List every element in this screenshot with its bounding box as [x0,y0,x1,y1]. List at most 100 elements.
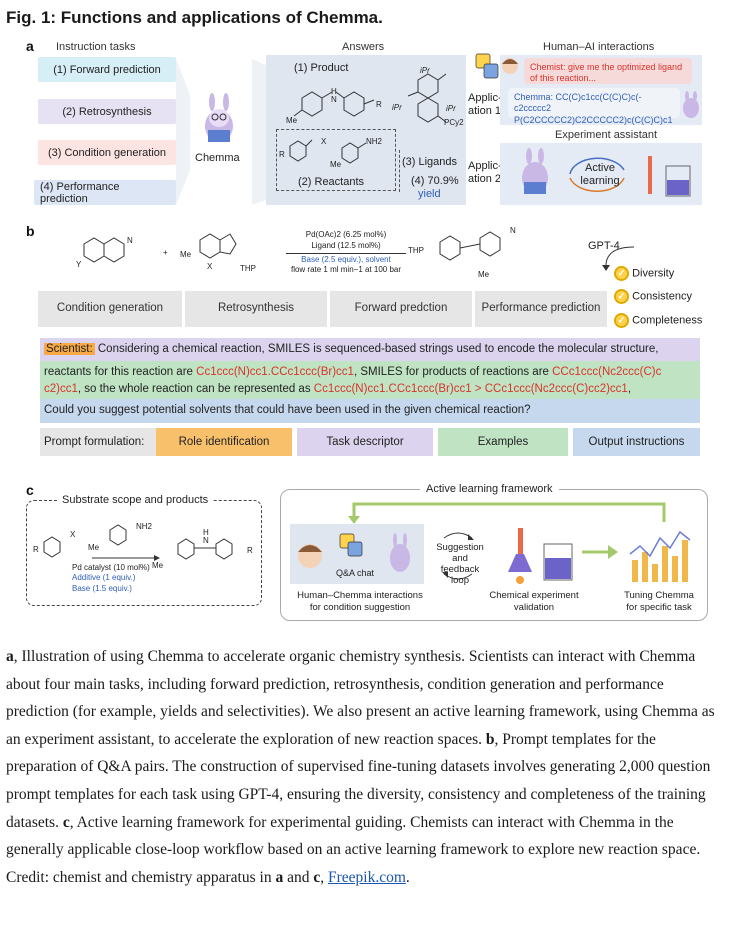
chemist-chemma-icons [294,530,414,580]
check-icon: ✓ [614,313,629,328]
answers-header: Answers [342,41,385,53]
gpt4-label: GPT-4 [588,240,620,252]
prompt-line-1: Scientist: Considering a chemical reacti… [40,338,700,362]
prompt-formulation-label: Prompt formulation: [40,428,156,456]
product-b-thp: THP [408,246,424,255]
answer-product-label: (1) Product [294,62,349,74]
ligand-ipr-1: iPr [420,66,430,75]
indazole-thp: THP [240,264,256,273]
tuning-chart-icon [626,520,700,586]
experiment-assistant-header: Experiment assistant [555,129,658,141]
ligand-molecule [407,73,447,123]
right-arrow-icon [582,545,618,559]
reactant-me-label: Me [330,160,342,169]
lab-apparatus-icon [640,150,700,200]
chemma-llama-icon [188,92,250,148]
product-r-label: R [376,100,382,109]
chemma-bubble: Chemma: CC(C)c1cc(C(C)C)c(-c2ccccc2 P(C2… [508,88,680,125]
reactants-molecules [289,139,367,164]
prompt-examples: reactants for this reaction are Cc1ccc(N… [40,361,700,399]
quality-diversity: ✓ Diversity [614,266,674,281]
ligand-ipr-3: iPr [446,104,456,113]
active-learning-label: Active learning [580,162,620,188]
reactant-x-label: X [321,137,327,146]
panel-c-label: c [26,482,34,498]
product-b-me: Me [478,270,490,279]
reactant-r-label: R [279,150,285,159]
application-2-label: Applic- ation 2 [468,160,502,185]
c-r2-label: R [247,546,253,555]
active-learning-framework-title: Active learning framework [420,483,559,495]
tab-forward-prediction: Forward predction [330,291,472,327]
quinoline-y: Y [76,260,82,269]
feedback-arrow [348,502,666,524]
tuning-caption: Tuning Chemma for specific task [624,590,694,613]
ligand-pcy2: PCy2 [444,118,464,127]
substrate-scope-title: Substrate scope and products [58,494,213,506]
chemist-bubble: Chemist: give me the optimized ligand of… [524,58,692,84]
quinoline-n: N [127,236,133,245]
freepik-link[interactable]: Freepik.com [328,868,406,886]
reactant-nh2-label: NH2 [366,137,383,146]
reactants-box [276,129,396,191]
c-n-label: N [203,536,209,545]
figure-caption: a, Illustration of using Chemma to accel… [6,648,715,886]
chemma-label: Chemma [195,152,240,164]
instruction-tasks-header: Instruction tasks [56,41,136,53]
product-b-molecule [439,231,501,261]
check-icon: ✓ [614,289,629,304]
ligand-ipr-2: iPr [392,103,402,112]
c-nh2-label: NH2 [136,522,153,531]
chemist-avatar-icon [474,52,522,82]
c-product-me: Me [152,561,164,570]
task-performance-prediction: (4) Performance prediction [34,180,176,205]
tab-performance-prediction: Performance prediction [475,291,607,327]
hc-interactions-caption: Human–Chemma interactions for condition … [297,590,423,613]
loop-arrows-icon [442,532,474,580]
prompt-role: Scientist: [44,343,95,355]
formulation-role: Role identification [156,428,292,456]
chemma-reading-icon [512,146,558,202]
task-forward-prediction: (1) Forward prediction [38,57,176,82]
formulation-examples: Examples [438,428,568,456]
suggestion-loop-label: Suggestion and feedback loop [436,542,484,586]
product-b-n: N [510,226,516,235]
plus-sign: + [163,248,168,257]
answer-yield-word: yield [418,188,441,200]
chemma-small-icon [680,90,702,120]
panel-b-label: b [26,223,35,239]
gpt4-arrow [602,246,635,271]
chemistry-apparatus-icon [500,524,580,586]
formulation-task: Task descriptor [297,428,433,456]
figure-title: Fig. 1: Functions and applications of Ch… [6,8,383,27]
task-retrosynthesis: (2) Retrosynthesis [38,99,176,124]
application-1-label: Applic- ation 1 [468,92,502,117]
task-funnel [176,59,266,205]
quality-consistency: ✓ Consistency [614,289,692,304]
answer-reactants-label: (2) Reactants [298,176,365,188]
indazole-x: X [207,262,213,271]
c-me-label: Me [88,543,100,552]
c-r-label: R [33,545,39,554]
answer-yield-value: (4) 70.9% [411,175,459,187]
ligands-divider [399,150,400,192]
c-h-label: H [203,528,209,537]
qa-chat-label: Q&A chat [336,568,375,578]
product-n-label: N [331,95,337,104]
answer-ligands-label: (3) Ligands [402,156,458,168]
prompt-output-line: Could you suggest potential solvents tha… [40,399,700,423]
human-ai-header: Human–AI interactions [543,41,655,53]
product-molecule [293,91,375,117]
tab-retrosynthesis: Retrosynthesis [185,291,327,327]
check-icon: ✓ [614,266,629,281]
quinoline-molecule [83,237,125,263]
tab-condition-generation: Condition generation [38,291,182,327]
product-me-label: Me [286,116,298,125]
substrate-reaction [43,524,233,561]
panel-a-label: a [26,38,34,54]
reaction-conditions: Pd(OAc)2 (6.25 mol%) Ligand (12.5 mol%) … [286,230,406,276]
indazole-me: Me [180,250,192,259]
c-x-label: X [70,530,76,539]
product-h-label: H [331,87,337,96]
answers-box [266,55,466,205]
